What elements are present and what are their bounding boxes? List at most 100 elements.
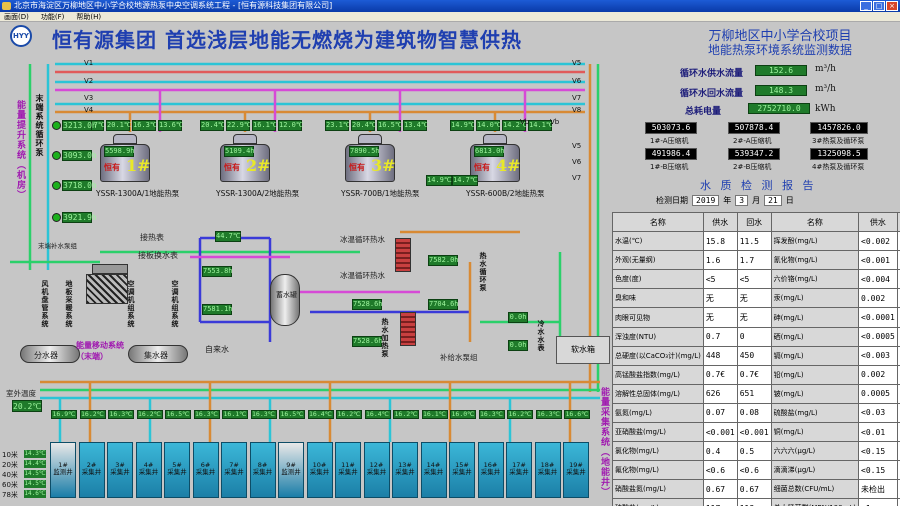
heat-pump-3-top [358, 134, 382, 144]
ac-unit-label-2: 空调机组系统 [171, 280, 179, 328]
heat-pump-3-temp-2: 20.4℃ [351, 120, 377, 131]
parameter-value: <0.001 [736, 422, 772, 443]
well-temp: 16.4℃ [307, 410, 334, 419]
test-date-label: 检测日期 [656, 196, 688, 205]
menu-help[interactable]: 帮助(H) [76, 13, 102, 21]
ground-well[interactable] [249, 442, 276, 498]
mid-time-4: 7528.6h [352, 336, 383, 347]
ground-well[interactable] [363, 442, 390, 498]
ground-well[interactable] [278, 442, 304, 498]
exchanger-2-label: 冰温循环热水 [340, 271, 385, 280]
menu-screen[interactable]: 画面(D) [4, 13, 29, 21]
ground-well[interactable] [392, 442, 418, 498]
parameter-name: 总大肠菌群(MPN/100mL) [770, 498, 860, 506]
parameter-name: 硒(mg/L) [770, 326, 860, 347]
ground-well[interactable] [534, 442, 561, 498]
heat-pump-2-temp-3: 16.1℃ [252, 120, 278, 131]
parameter-value: <0.15 [858, 441, 898, 462]
ground-well[interactable] [420, 442, 447, 498]
energy-lift-label: 能量提升系统（机房） [15, 100, 25, 200]
valve-v5: V5 [572, 59, 582, 67]
well-label: 15# 采集井 [452, 461, 472, 476]
heat-pump-3-temp-3: 16.5℃ [377, 120, 403, 131]
parameter-value: 0.67 [736, 479, 772, 500]
minimize-button[interactable]: _ [860, 1, 872, 11]
ground-well[interactable] [50, 442, 76, 498]
parameter-value: 无 [736, 288, 772, 309]
heat-pump-2-temp-1: 20.4℃ [200, 120, 226, 131]
maximize-button[interactable]: □ [873, 1, 885, 11]
meter-2a: 507878.4 [728, 122, 780, 134]
heat-pump-4-top [483, 134, 507, 144]
ground-well[interactable] [164, 442, 190, 498]
terminal-pump-label: 末端系统循环泵 [35, 94, 44, 157]
ground-well[interactable] [335, 442, 361, 498]
terminal-makeup-label: 末端补水泵组 [38, 242, 77, 250]
parameter-name: 挥发酚(mg/L) [770, 231, 860, 252]
ground-well[interactable] [107, 442, 133, 498]
heat-meter-label: 接热表 [140, 233, 164, 242]
well-temp: 16.1℃ [421, 410, 448, 419]
well-temp: 16.2℃ [393, 410, 419, 419]
circ-pump-4-icon[interactable] [52, 213, 61, 222]
meter-4-label: 4#热泵及循环泵 [812, 163, 865, 171]
well-temp: 16.2℃ [336, 410, 362, 419]
distributor-label: 分水器 [34, 351, 58, 360]
menu-function[interactable]: 功能(F) [40, 13, 65, 21]
well-temp: 16.2℃ [79, 410, 106, 419]
ground-well[interactable] [449, 442, 475, 498]
month-unit: 月 [752, 196, 761, 205]
water-quality-title: 水 质 检 测 报 告 [700, 179, 817, 192]
heat-pump-3[interactable] [345, 144, 395, 182]
col-name-2: 名称 [770, 211, 860, 233]
app-icon [2, 2, 11, 10]
well-label: 13# 采集井 [395, 461, 415, 476]
valve-v5b: V5 [572, 142, 582, 150]
ground-well[interactable] [78, 442, 105, 498]
close-button[interactable]: × [886, 1, 898, 11]
parameter-value: <0.001 [858, 250, 898, 271]
parameter-name: 色度(度) [612, 269, 704, 290]
ground-well[interactable] [192, 442, 219, 498]
ac-unit-label-1: 空调机组系统 [127, 280, 135, 328]
heat-pump-1-top [113, 134, 137, 144]
parameter-name: 氰化物(mg/L) [770, 250, 860, 271]
depth-temp: 14.4℃ [24, 460, 46, 468]
scada-canvas: HYY 恒有源集团 首选浅层地能无燃烧为建筑物智慧供热 万柳地区中小学合校项目 … [0, 22, 900, 506]
parameter-value: <0.15 [858, 460, 898, 481]
parameter-value: 0.0005 [858, 383, 898, 404]
ground-well[interactable] [221, 442, 247, 498]
circ-pump-3-icon[interactable] [52, 181, 61, 190]
company-logo: HYY [10, 25, 32, 47]
power-label: 总耗电量 [685, 107, 722, 117]
ground-well[interactable] [506, 442, 532, 498]
terminal-system-label: 能量移动系统（末端） [76, 341, 124, 361]
ground-well[interactable] [135, 442, 162, 498]
ground-well[interactable] [477, 442, 504, 498]
parameter-value: <0.004 [858, 269, 898, 290]
parameter-name: 铅(mg/L) [770, 364, 860, 385]
test-date-month[interactable]: 3 [735, 195, 749, 206]
meter-2b: 539347.2 [728, 148, 780, 160]
parameter-name: 溶解性总固体(mg/L) [612, 383, 704, 404]
circ-pump-2-icon[interactable] [52, 151, 61, 160]
heat-pump-1-temp-2: 20.1℃ [106, 120, 132, 131]
heat-pump-2-temp-2: 22.9℃ [226, 120, 252, 131]
test-date-year[interactable]: 2019 [692, 195, 720, 206]
ground-well[interactable] [306, 442, 333, 498]
indoor-temp-label: 室外温度 [6, 389, 36, 398]
circ-pump-1-icon[interactable] [52, 121, 61, 130]
well-temp: 16.0℃ [450, 410, 476, 419]
well-temp: 16.3℃ [250, 410, 277, 419]
heat-pump-3-number: 3# [371, 156, 396, 175]
distributor-tank [20, 345, 80, 363]
test-date-day[interactable]: 21 [764, 195, 782, 206]
depth-label: 20米 [2, 461, 18, 469]
parameter-value: <0.01 [858, 422, 898, 443]
ground-well[interactable] [563, 442, 589, 498]
collector-label: 集水器 [144, 351, 168, 360]
valve-v7: V7 [572, 94, 582, 102]
